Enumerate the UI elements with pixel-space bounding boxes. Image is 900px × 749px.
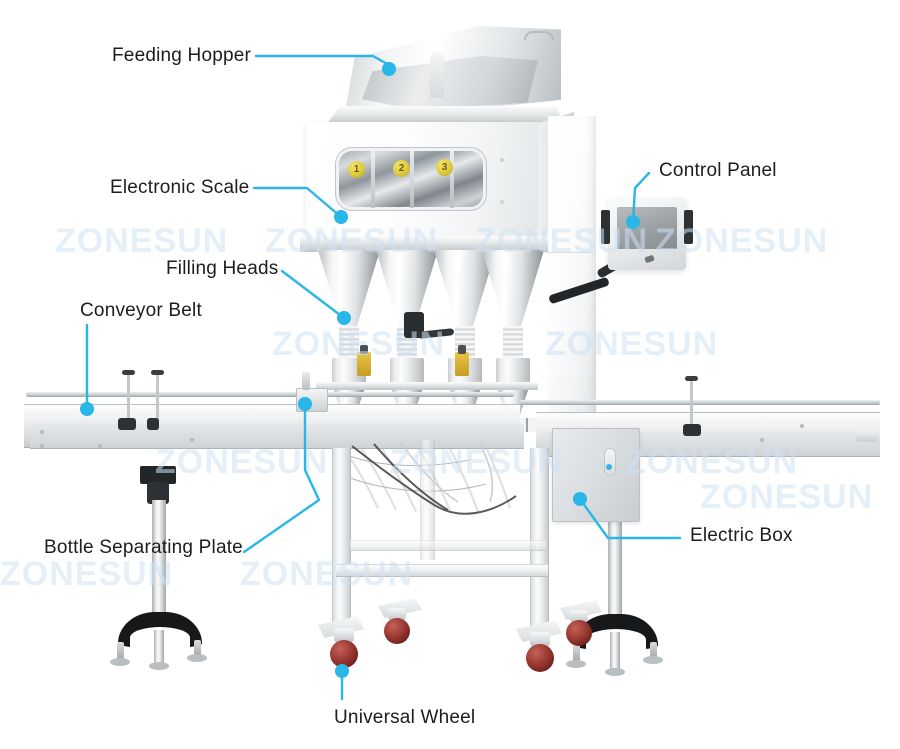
callout-label-control-panel: Control Panel: [659, 160, 777, 181]
housing-screw: [500, 158, 504, 162]
conveyor-screw: [800, 424, 804, 428]
electric-box-indicator: [604, 448, 616, 476]
scale-bucket-badge-2: 2: [393, 160, 410, 177]
callout-label-bottle-separating-plate: Bottle Separating Plate: [44, 537, 243, 558]
hopper-collar: [325, 106, 564, 126]
conveyor-screw: [98, 444, 102, 448]
rail-post: [690, 378, 693, 436]
callout-dot-control-panel: [626, 215, 640, 229]
filling-head-body: [390, 358, 424, 384]
control-panel-side-bracket: [684, 210, 693, 244]
feeding-hopper-center-rib: [430, 52, 444, 98]
frame-cross-brace: [350, 540, 546, 551]
callout-label-universal-wheel: Universal Wheel: [334, 707, 476, 728]
rail-post-knob: [685, 376, 698, 381]
under-frame-cabling: [351, 441, 517, 515]
stand-foot-pad: [110, 658, 130, 666]
rail-clamp: [118, 418, 136, 430]
universal-wheel-part: [330, 640, 358, 668]
scale-bucket-divider: [410, 150, 414, 208]
conveyor-stand-post-lower: [154, 630, 164, 666]
callout-label-electronic-scale: Electronic Scale: [110, 177, 250, 198]
scale-bucket-badge-3: 3: [436, 159, 453, 176]
watermark: ZONESUN: [700, 478, 874, 516]
control-panel-screen: [617, 207, 677, 249]
stand-mount-collar: [147, 482, 169, 504]
valve-top-cap: [458, 345, 466, 354]
rail-clamp: [683, 424, 701, 436]
callout-dot-feeding-hopper: [382, 62, 396, 76]
machine-column: [548, 116, 596, 416]
callout-dot-electronic-scale: [334, 210, 348, 224]
scale-bucket-divider: [371, 150, 375, 208]
valve-top-cap: [360, 345, 368, 354]
head-mounting-plate: [316, 382, 538, 390]
conveyor-screw: [760, 438, 764, 442]
callout-dot-electric-box: [573, 492, 587, 506]
callout-dot-universal-wheel: [335, 664, 349, 678]
frame-cross-brace: [336, 564, 548, 577]
stand-foot-pad: [149, 662, 169, 670]
valve-block: [455, 352, 469, 376]
filling-bellow: [503, 326, 523, 360]
electric-box: [552, 428, 640, 522]
callout-dot-filling-heads: [337, 311, 351, 325]
electric-box-indicator-led: [606, 464, 612, 470]
scale-bucket-badge-1: 1: [348, 161, 365, 178]
stand-foot-pad: [605, 668, 625, 676]
filling-bellow: [339, 326, 359, 360]
universal-wheel-part: [566, 620, 592, 646]
callout-dot-bottle-separating-plate: [298, 397, 312, 411]
stand-adjustable-foot: [194, 640, 201, 658]
bottle-separating-cylinder: [302, 372, 310, 390]
conveyor-stand-post-lower: [610, 632, 620, 672]
stand-adjustable-foot: [650, 642, 657, 660]
rail-post-knob: [122, 370, 135, 375]
stand-foot-pad: [566, 660, 586, 668]
filling-cone: [482, 250, 544, 328]
housing-screw: [500, 200, 504, 204]
rail-clamp: [147, 418, 159, 430]
callout-label-feeding-hopper: Feeding Hopper: [112, 45, 252, 66]
conveyor-stand-post: [152, 500, 166, 634]
stand-adjustable-foot: [117, 642, 124, 662]
stand-foot-pad: [643, 656, 663, 664]
callout-label-filling-heads: Filling Heads: [166, 258, 279, 279]
conveyor-screw: [190, 438, 194, 442]
universal-wheel-part: [384, 618, 410, 644]
stand-foot-pad: [187, 654, 207, 662]
conveyor-guide-rail: [26, 392, 514, 397]
rail-post-knob: [151, 370, 164, 375]
rail-post: [156, 372, 159, 430]
callout-dot-conveyor-belt: [80, 402, 94, 416]
rail-post: [127, 372, 130, 430]
valve-block: [357, 352, 371, 376]
watermark: ZONESUN: [0, 555, 174, 593]
frame-leg: [530, 448, 549, 628]
stand-mount-block: [140, 466, 176, 484]
conveyor-screw: [40, 444, 44, 448]
universal-wheel-part: [526, 644, 554, 672]
filling-head-body: [496, 358, 530, 384]
stand-adjustable-foot: [573, 644, 580, 664]
callout-label-electric-box: Electric Box: [690, 525, 793, 546]
conveyor-end-cap: [856, 430, 878, 442]
callout-label-conveyor-belt: Conveyor Belt: [80, 300, 202, 321]
scale-housing-flange: [300, 236, 550, 252]
frame-leg: [332, 448, 351, 624]
feeding-hopper-handle: [524, 31, 554, 40]
watermark: ZONESUN: [55, 222, 229, 260]
scale-bucket-divider: [450, 150, 454, 208]
conveyor-guide-rail: [520, 400, 880, 405]
column-seam: [548, 252, 596, 253]
conveyor-screw: [40, 430, 44, 434]
control-panel-side-bracket: [601, 210, 610, 244]
